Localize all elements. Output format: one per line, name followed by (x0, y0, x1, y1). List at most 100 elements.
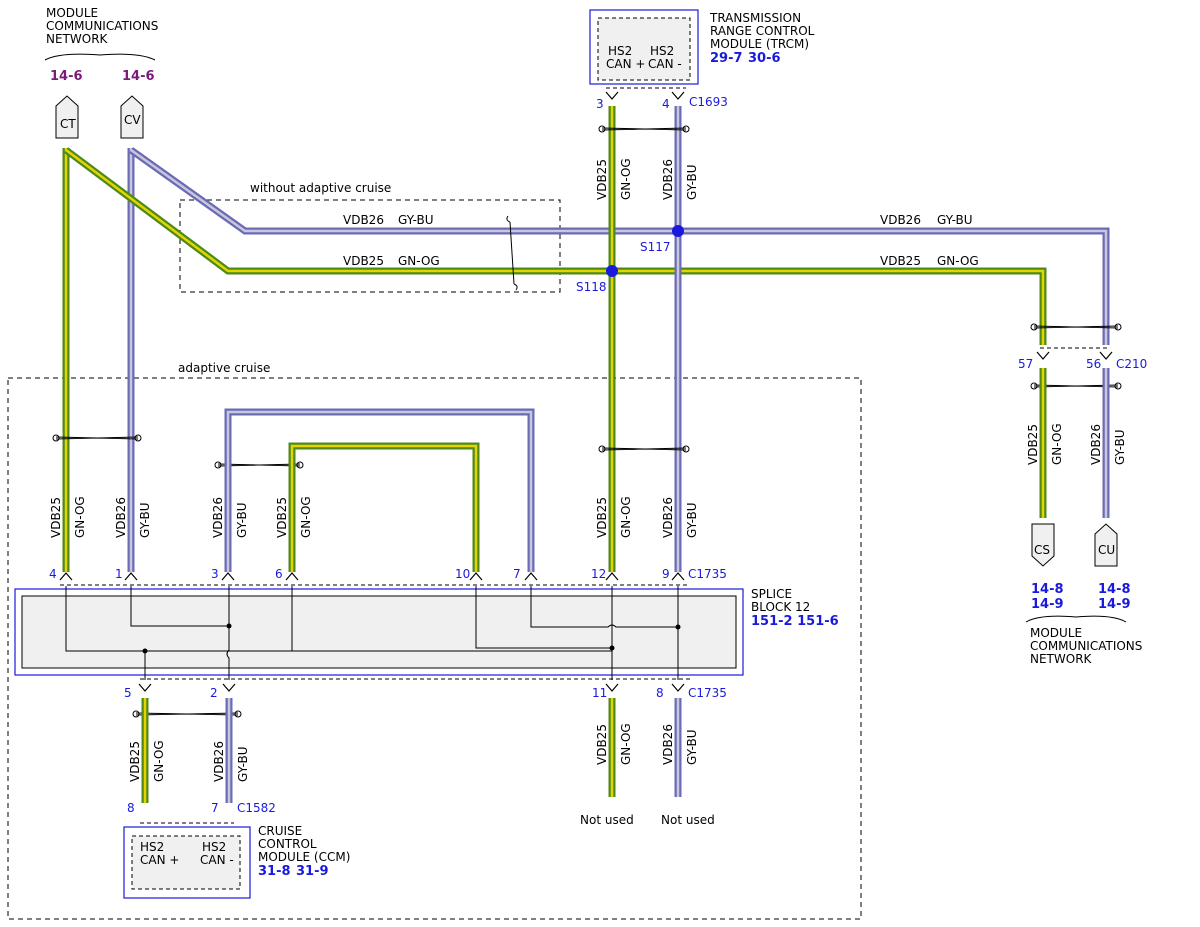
not-used-label-2: Not used (661, 813, 715, 827)
svg-text:CONTROL: CONTROL (258, 837, 317, 851)
svg-text:GY-BU: GY-BU (1113, 429, 1127, 465)
svg-text:GN-OG: GN-OG (619, 496, 633, 538)
svg-text:RANGE CONTROL: RANGE CONTROL (710, 24, 815, 38)
ccm-pin-8: 8 (127, 801, 135, 815)
trcm-title: TRANSMISSION RANGE CONTROL MODULE (TRCM)… (709, 11, 815, 66)
wire-gy-bu-loop (224, 408, 535, 572)
svg-text:CS: CS (1034, 543, 1050, 557)
svg-text:GN-OG: GN-OG (152, 740, 166, 782)
svg-text:12: 12 (591, 567, 606, 581)
svg-text:GY-BU: GY-BU (398, 213, 434, 227)
connector-cs: CS (1031, 523, 1055, 567)
svg-text:MODULE (CCM): MODULE (CCM) (258, 850, 350, 864)
pin-arrows (59, 91, 1113, 837)
wire-gn-og-ct (62, 147, 1047, 572)
svg-text:6: 6 (275, 567, 283, 581)
svg-text:HS2: HS2 (608, 44, 632, 58)
svg-text:MODULE: MODULE (1030, 626, 1082, 640)
pinref-cu-1: 14-8 (1098, 582, 1131, 597)
connector-ct: CT (55, 95, 79, 139)
svg-text:TRANSMISSION: TRANSMISSION (709, 11, 801, 25)
twist-marker-1 (506, 215, 518, 291)
connector-c1582: C1582 (237, 801, 276, 815)
network-left-brace (44, 53, 156, 61)
svg-text:1: 1 (115, 567, 123, 581)
svg-text:CAN -: CAN - (200, 853, 234, 867)
svg-text:VDB25: VDB25 (275, 497, 289, 538)
splice-s118-dot (606, 265, 618, 277)
connector-cu: CU (1094, 523, 1118, 567)
svg-text:VDB25: VDB25 (595, 159, 609, 200)
svg-text:VDB25: VDB25 (880, 254, 921, 268)
svg-text:CV: CV (124, 113, 141, 127)
splice-s117-label: S117 (640, 240, 671, 254)
svg-text:GN-OG: GN-OG (73, 496, 87, 538)
splice-s118-label: S118 (576, 280, 607, 294)
svg-text:VDB25: VDB25 (128, 741, 142, 782)
svg-text:MODULE (TRCM): MODULE (TRCM) (710, 37, 809, 51)
svg-text:VDB26: VDB26 (661, 497, 675, 538)
region-adaptive (7, 377, 862, 920)
not-used-label-1: Not used (580, 813, 634, 827)
svg-text:CT: CT (60, 117, 76, 131)
splice-s117-dot (672, 225, 684, 237)
svg-text:GN-OG: GN-OG (398, 254, 440, 268)
trcm-module: HS2 CAN + HS2 CAN - (589, 9, 699, 85)
svg-text:GY-BU: GY-BU (685, 729, 699, 765)
svg-text:HS2: HS2 (202, 840, 226, 854)
network-right-brace (1025, 615, 1127, 623)
svg-text:BLOCK 12: BLOCK 12 (751, 600, 810, 614)
svg-text:GY-BU: GY-BU (685, 164, 699, 200)
pinref-cu-2: 14-9 (1098, 597, 1131, 612)
svg-text:MODULE: MODULE (46, 6, 98, 20)
svg-text:GN-OG: GN-OG (619, 158, 633, 200)
svg-text:VDB26: VDB26 (211, 497, 225, 538)
svg-text:VDB26: VDB26 (114, 497, 128, 538)
ccm-pin-7: 7 (211, 801, 219, 815)
svg-text:VDB25: VDB25 (49, 497, 63, 538)
network-right-title: MODULE COMMUNICATIONS NETWORK (1030, 626, 1142, 666)
trcm-pin-3: 3 (596, 97, 604, 111)
wire-gn-og-loop (288, 442, 480, 572)
svg-text:HS2: HS2 (650, 44, 674, 58)
svg-text:NETWORK: NETWORK (1030, 652, 1093, 666)
svg-text:7: 7 (513, 567, 521, 581)
svg-text:COMMUNICATIONS: COMMUNICATIONS (1030, 639, 1142, 653)
svg-text:VDB26: VDB26 (212, 741, 226, 782)
svg-text:SPLICE: SPLICE (751, 587, 792, 601)
svg-text:GN-OG: GN-OG (937, 254, 979, 268)
svg-text:GY-BU: GY-BU (235, 502, 249, 538)
svg-text:GY-BU: GY-BU (138, 502, 152, 538)
ccm-title: CRUISE CONTROL MODULE (CCM) 31-8 31-9 (258, 824, 350, 879)
svg-text:31-8: 31-8 (258, 864, 291, 879)
svg-text:9: 9 (662, 567, 670, 581)
svg-text:2: 2 (210, 686, 218, 700)
svg-text:VDB25: VDB25 (595, 497, 609, 538)
svg-text:10: 10 (455, 567, 470, 581)
svg-text:4: 4 (49, 567, 57, 581)
pinref-cs-2: 14-9 (1031, 597, 1064, 612)
svg-text:CRUISE: CRUISE (258, 824, 302, 838)
svg-text:8: 8 (656, 686, 664, 700)
svg-text:VDB26: VDB26 (1089, 424, 1103, 465)
c210-pin-57: 57 (1018, 357, 1033, 371)
splice-block-title: SPLICE BLOCK 12 151-2 151-6 (751, 587, 839, 629)
svg-text:VDB25: VDB25 (343, 254, 384, 268)
svg-text:GN-OG: GN-OG (619, 723, 633, 765)
splice-top-pins: 4 1 3 6 10 7 12 9 C1735 (49, 567, 727, 581)
svg-text:VDB25: VDB25 (1026, 424, 1040, 465)
pinref-ct: 14-6 (50, 69, 83, 84)
svg-text:31-9: 31-9 (296, 864, 329, 879)
svg-text:CAN +: CAN + (606, 57, 645, 71)
svg-text:3: 3 (211, 567, 219, 581)
connector-cv: CV (120, 95, 144, 139)
svg-text:C1735: C1735 (688, 567, 727, 581)
svg-text:NETWORK: NETWORK (46, 32, 109, 46)
adaptive-label: adaptive cruise (178, 361, 270, 375)
svg-text:VDB26: VDB26 (661, 724, 675, 765)
region-without-adaptive (179, 199, 561, 293)
network-left-title: MODULE COMMUNICATIONS NETWORK (46, 6, 158, 46)
svg-text:29-7: 29-7 (710, 51, 743, 66)
svg-text:CAN +: CAN + (140, 853, 179, 867)
